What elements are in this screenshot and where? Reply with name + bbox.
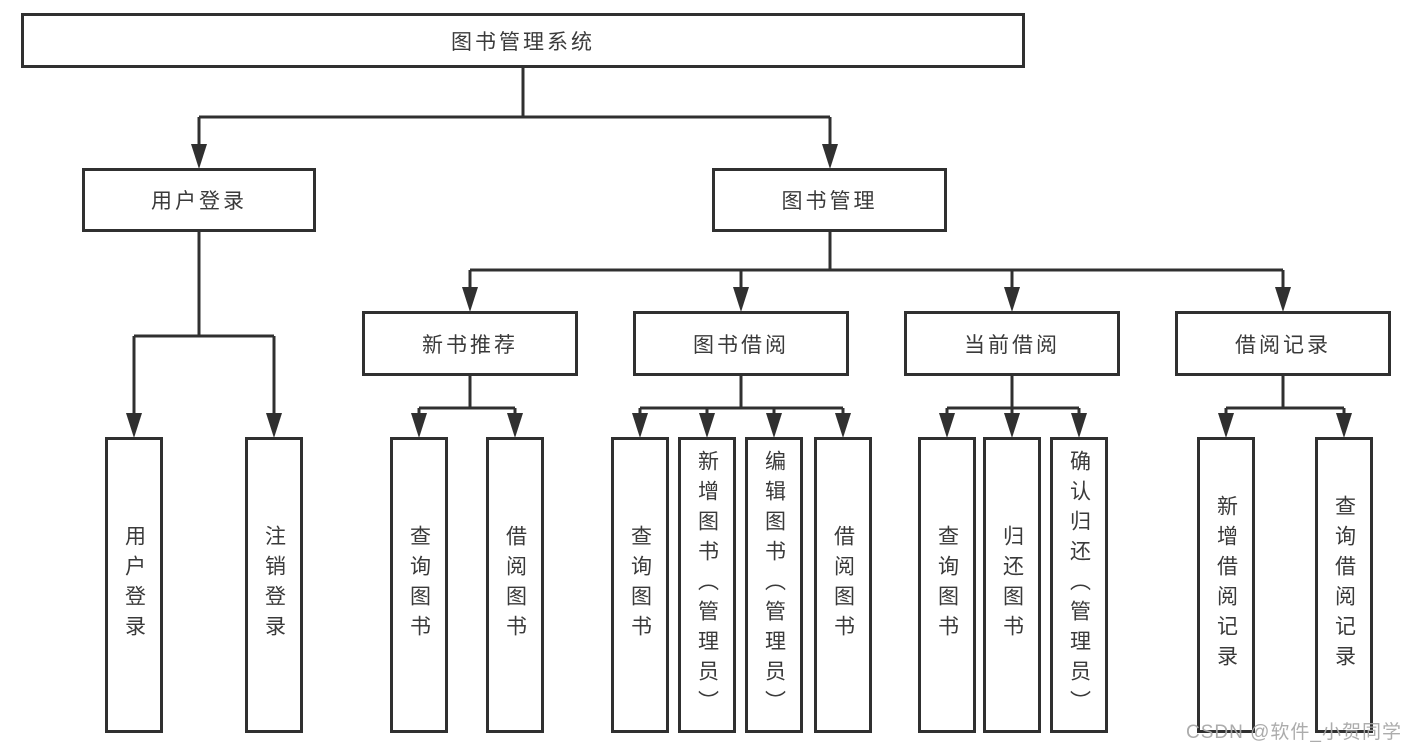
- level1-node-label: 用户登录: [151, 190, 247, 213]
- leaf-node-search-books-borrowing: 查询图书: [611, 437, 669, 733]
- root-node-library-management-system: 图书管理系统: [21, 13, 1025, 68]
- level1-node-user-login: 用户登录: [82, 168, 316, 232]
- level2-node-label: 新书推荐: [422, 333, 518, 357]
- leaf-node-add-books-admin: 新增图书（管理员）: [678, 437, 736, 733]
- leaf-node-user-login: 用户登录: [105, 437, 163, 733]
- leaf-node-borrow-books-recommend: 借阅图书: [486, 437, 544, 733]
- leaf-node-label: 新增借阅记录: [1214, 495, 1238, 675]
- level2-node-borrowing-records: 借阅记录: [1175, 311, 1391, 376]
- leaf-node-label: 注销登录: [262, 525, 286, 645]
- csdn-watermark: CSDN @软件_小贺同学: [1186, 722, 1402, 743]
- level2-node-current-borrowing: 当前借阅: [904, 311, 1120, 376]
- leaf-node-label: 借阅图书: [503, 525, 527, 645]
- leaf-node-logout: 注销登录: [245, 437, 303, 733]
- leaf-node-label: 查询借阅记录: [1332, 495, 1356, 675]
- leaf-node-label: 查询图书: [628, 525, 652, 645]
- leaf-node-label: 用户登录: [122, 525, 146, 645]
- leaf-node-search-books-current: 查询图书: [918, 437, 976, 733]
- level2-node-label: 当前借阅: [964, 333, 1060, 357]
- leaf-node-add-borrow-record: 新增借阅记录: [1197, 437, 1255, 733]
- leaf-node-label: 编辑图书（管理员）: [762, 450, 786, 720]
- leaf-node-return-books: 归还图书: [983, 437, 1041, 733]
- level2-node-new-book-recommendation: 新书推荐: [362, 311, 578, 376]
- leaf-node-confirm-return-admin: 确认归还（管理员）: [1050, 437, 1108, 733]
- level2-node-label: 图书借阅: [693, 333, 789, 357]
- leaf-node-label: 查询图书: [935, 525, 959, 645]
- root-node-label: 图书管理系统: [451, 30, 595, 54]
- leaf-node-label: 借阅图书: [831, 525, 855, 645]
- leaf-node-label: 新增图书（管理员）: [695, 450, 719, 720]
- leaf-node-label: 确认归还（管理员）: [1067, 450, 1091, 720]
- level1-node-label: 图书管理: [781, 190, 878, 213]
- leaf-node-label: 归还图书: [1000, 525, 1024, 645]
- level1-node-book-management: 图书管理: [712, 168, 947, 232]
- leaf-node-borrow-books: 借阅图书: [814, 437, 872, 733]
- level2-node-label: 借阅记录: [1235, 333, 1331, 357]
- leaf-node-search-books-recommend: 查询图书: [390, 437, 448, 733]
- leaf-node-label: 查询图书: [407, 525, 431, 645]
- level2-node-book-borrowing: 图书借阅: [633, 311, 849, 376]
- leaf-node-search-borrow-record: 查询借阅记录: [1315, 437, 1373, 733]
- leaf-node-edit-books-admin: 编辑图书（管理员）: [745, 437, 803, 733]
